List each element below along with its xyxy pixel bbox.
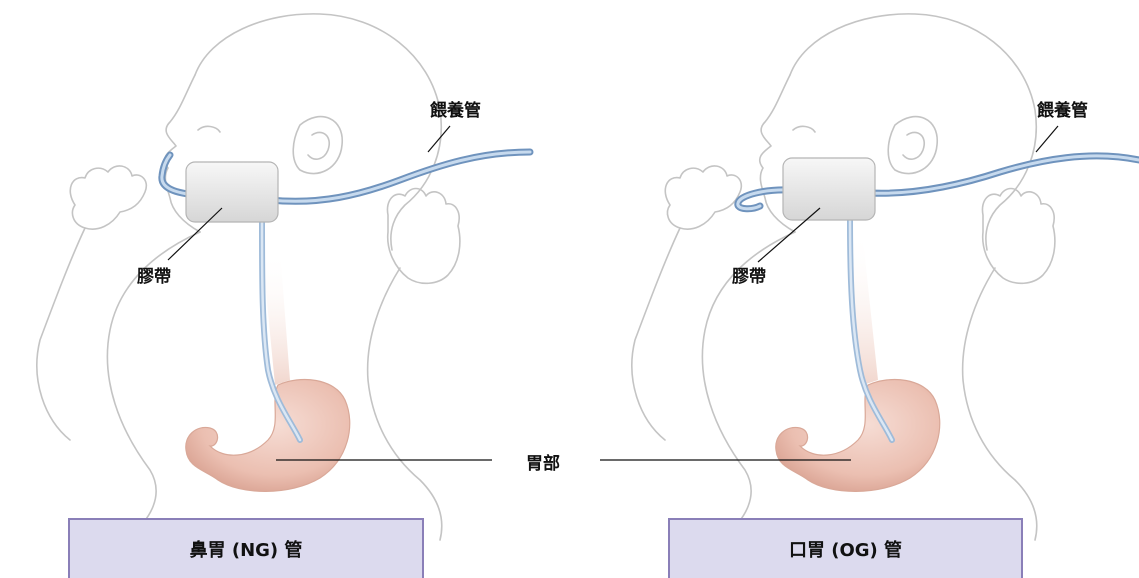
og-tape-label: 膠帶: [732, 262, 766, 287]
ng-tape: [186, 162, 278, 222]
stomach-label: 胃部: [526, 449, 560, 474]
og-right-hand: [982, 189, 1054, 284]
og-ear: [888, 117, 937, 174]
ng-feeding-tube-label: 餵養管: [430, 96, 481, 121]
ng-right-hand: [387, 189, 459, 284]
ng-eye: [198, 126, 220, 132]
ng-ear: [293, 117, 342, 174]
ng-tape-label: 膠帶: [137, 262, 171, 287]
og-tape: [783, 158, 875, 220]
ng-left-hand: [70, 166, 146, 229]
og-caption: 口胃 (OG) 管: [668, 518, 1023, 578]
og-feeding-tube-leader: [1036, 126, 1058, 152]
og-eye: [793, 126, 815, 132]
ng-caption: 鼻胃 (NG) 管: [68, 518, 424, 578]
og-feeding-tube-label: 餵養管: [1037, 96, 1088, 121]
og-left-hand: [665, 166, 741, 229]
